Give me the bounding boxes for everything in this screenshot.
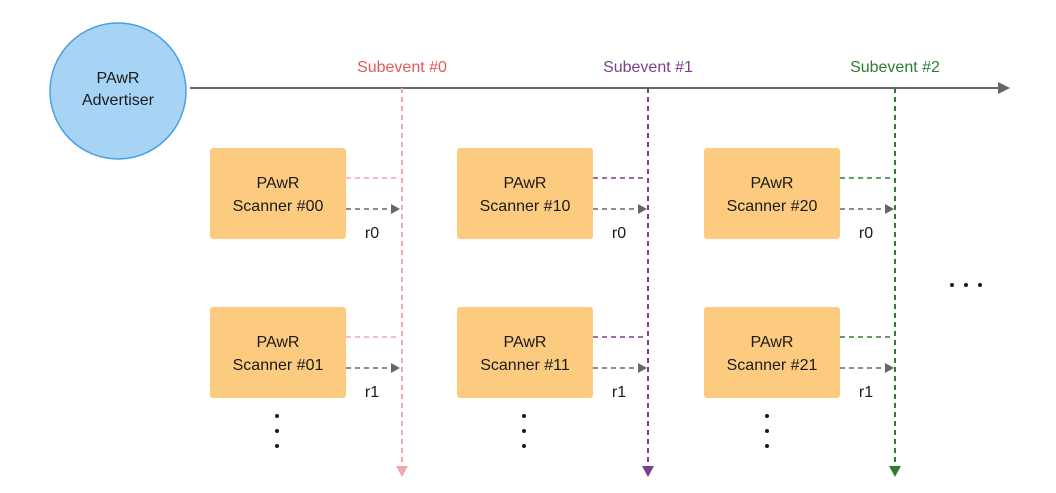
column-2-more-dots — [765, 414, 769, 448]
scanner-10-response-arrowhead — [638, 204, 647, 214]
scanner-10-box — [457, 148, 593, 239]
subevent-2-arrowhead — [889, 466, 901, 477]
subevent-0-arrowhead — [396, 466, 408, 477]
scanner-00-response-label: r0 — [365, 225, 379, 242]
column-0-more-dots — [275, 414, 279, 448]
scanner-00-label-line1: PAwR — [257, 175, 300, 192]
scanner-01-response-arrowhead — [391, 363, 400, 373]
advertiser-label-line2: Advertiser — [82, 92, 155, 109]
scanner-01-response-label: r1 — [365, 384, 379, 401]
scanner-11: PAwR Scanner #11 r1 — [457, 307, 647, 401]
scanner-01-label-line1: PAwR — [257, 334, 300, 351]
scanner-00-response-arrowhead — [391, 204, 400, 214]
subevent-1-arrowhead — [642, 466, 654, 477]
subevent-1-label: Subevent #1 — [603, 59, 693, 76]
scanner-01: PAwR Scanner #01 r1 — [210, 307, 400, 401]
scanner-21-response-label: r1 — [859, 384, 873, 401]
scanner-10-label-line2: Scanner #10 — [480, 198, 571, 215]
scanner-11-response-label: r1 — [612, 384, 626, 401]
subevent-0: Subevent #0 — [357, 59, 447, 477]
subevent-2: Subevent #2 — [850, 59, 940, 477]
scanner-10-response-label: r0 — [612, 225, 626, 242]
scanner-21-response-arrowhead — [885, 363, 894, 373]
subevent-1: Subevent #1 — [603, 59, 693, 477]
subevent-0-label: Subevent #0 — [357, 59, 447, 76]
scanner-21: PAwR Scanner #21 r1 — [704, 307, 894, 401]
scanner-00-box — [210, 148, 346, 239]
subevent-2-label: Subevent #2 — [850, 59, 940, 76]
scanner-01-box — [210, 307, 346, 398]
advertiser-node: PAwR Advertiser — [49, 22, 187, 160]
scanner-20-label-line1: PAwR — [751, 175, 794, 192]
timeline-arrowhead — [998, 82, 1010, 94]
scanner-21-label-line1: PAwR — [751, 334, 794, 351]
scanner-20-response-label: r0 — [859, 225, 873, 242]
more-subevents-dots — [950, 283, 982, 287]
scanner-11-box — [457, 307, 593, 398]
scanner-11-response-arrowhead — [638, 363, 647, 373]
scanner-11-label-line2: Scanner #11 — [480, 357, 570, 374]
scanner-20-box — [704, 148, 840, 239]
scanner-00: PAwR Scanner #00 r0 — [210, 148, 400, 242]
column-1-more-dots — [522, 414, 526, 448]
scanner-20-label-line2: Scanner #20 — [727, 198, 818, 215]
scanner-00-label-line2: Scanner #00 — [233, 198, 324, 215]
scanner-10: PAwR Scanner #10 r0 — [457, 148, 647, 242]
advertiser-label-line1: PAwR — [97, 70, 140, 87]
scanner-01-label-line2: Scanner #01 — [233, 357, 324, 374]
advertiser-circle — [49, 22, 187, 160]
scanner-20-response-arrowhead — [885, 204, 894, 214]
scanner-20: PAwR Scanner #20 r0 — [704, 148, 894, 242]
scanner-21-box — [704, 307, 840, 398]
scanner-11-label-line1: PAwR — [504, 334, 547, 351]
scanner-21-label-line2: Scanner #21 — [727, 357, 818, 374]
scanner-10-label-line1: PAwR — [504, 175, 547, 192]
